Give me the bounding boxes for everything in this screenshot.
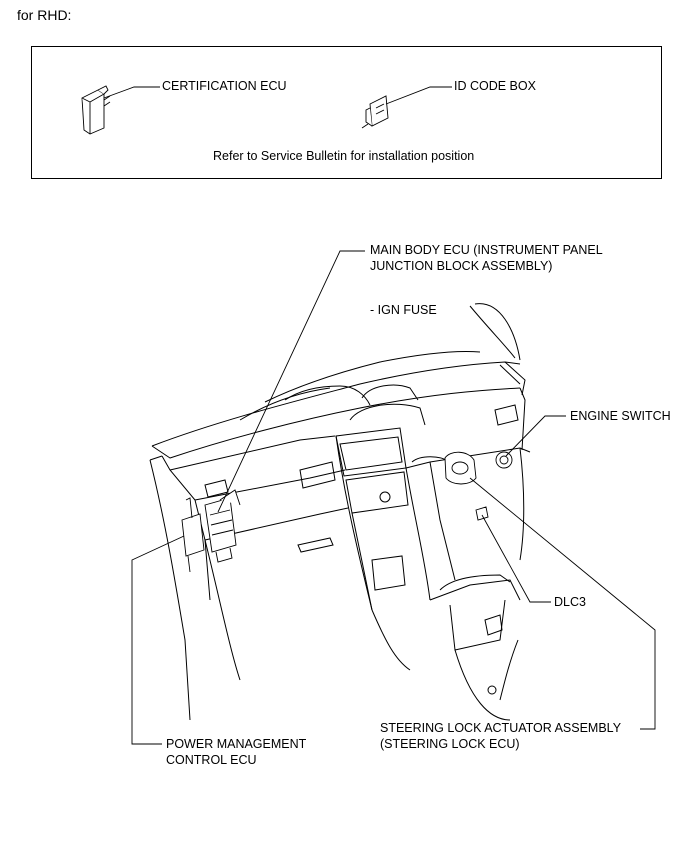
engine-switch-label: ENGINE SWITCH [570, 409, 671, 423]
engine-switch-component [495, 451, 513, 469]
engine-switch-leader [505, 415, 566, 457]
certification-ecu-label: CERTIFICATION ECU [162, 79, 287, 93]
steering-lock-label-line1: STEERING LOCK ACTUATOR ASSEMBLY [380, 721, 622, 735]
steering-lock-label-line2: (STEERING LOCK ECU) [380, 737, 520, 751]
page-heading: for RHD: [17, 7, 72, 23]
ign-fuse-label: - IGN FUSE [370, 303, 437, 317]
main-body-ecu-label-line2: JUNCTION BLOCK ASSEMBLY) [370, 259, 553, 273]
certification-ecu-leader [103, 86, 160, 99]
id-code-box-leader [385, 86, 452, 105]
dlc3-component [475, 506, 489, 521]
dlc3-leader [481, 514, 551, 603]
main-body-ecu-label-line1: MAIN BODY ECU (INSTRUMENT PANEL [370, 243, 603, 257]
steering-lock-component [444, 451, 477, 485]
power-management-ecu-component [181, 497, 205, 573]
inset-box [31, 46, 662, 179]
steering-lock-leader [469, 477, 656, 730]
certification-ecu-icon [81, 85, 111, 135]
junction-block-component [204, 489, 241, 563]
power-mgmt-leader [131, 535, 185, 745]
power-mgmt-label-line1: POWER MANAGEMENT [166, 737, 307, 751]
dlc3-label: DLC3 [554, 595, 586, 609]
id-code-box-label: ID CODE BOX [454, 79, 536, 93]
inset-note: Refer to Service Bulletin for installati… [213, 149, 475, 163]
id-code-box-icon [361, 95, 389, 129]
callout-leaders [131, 250, 656, 745]
dashboard-illustration [149, 303, 531, 721]
main-body-ecu-leader [217, 250, 365, 513]
power-mgmt-label-line2: CONTROL ECU [166, 753, 257, 767]
